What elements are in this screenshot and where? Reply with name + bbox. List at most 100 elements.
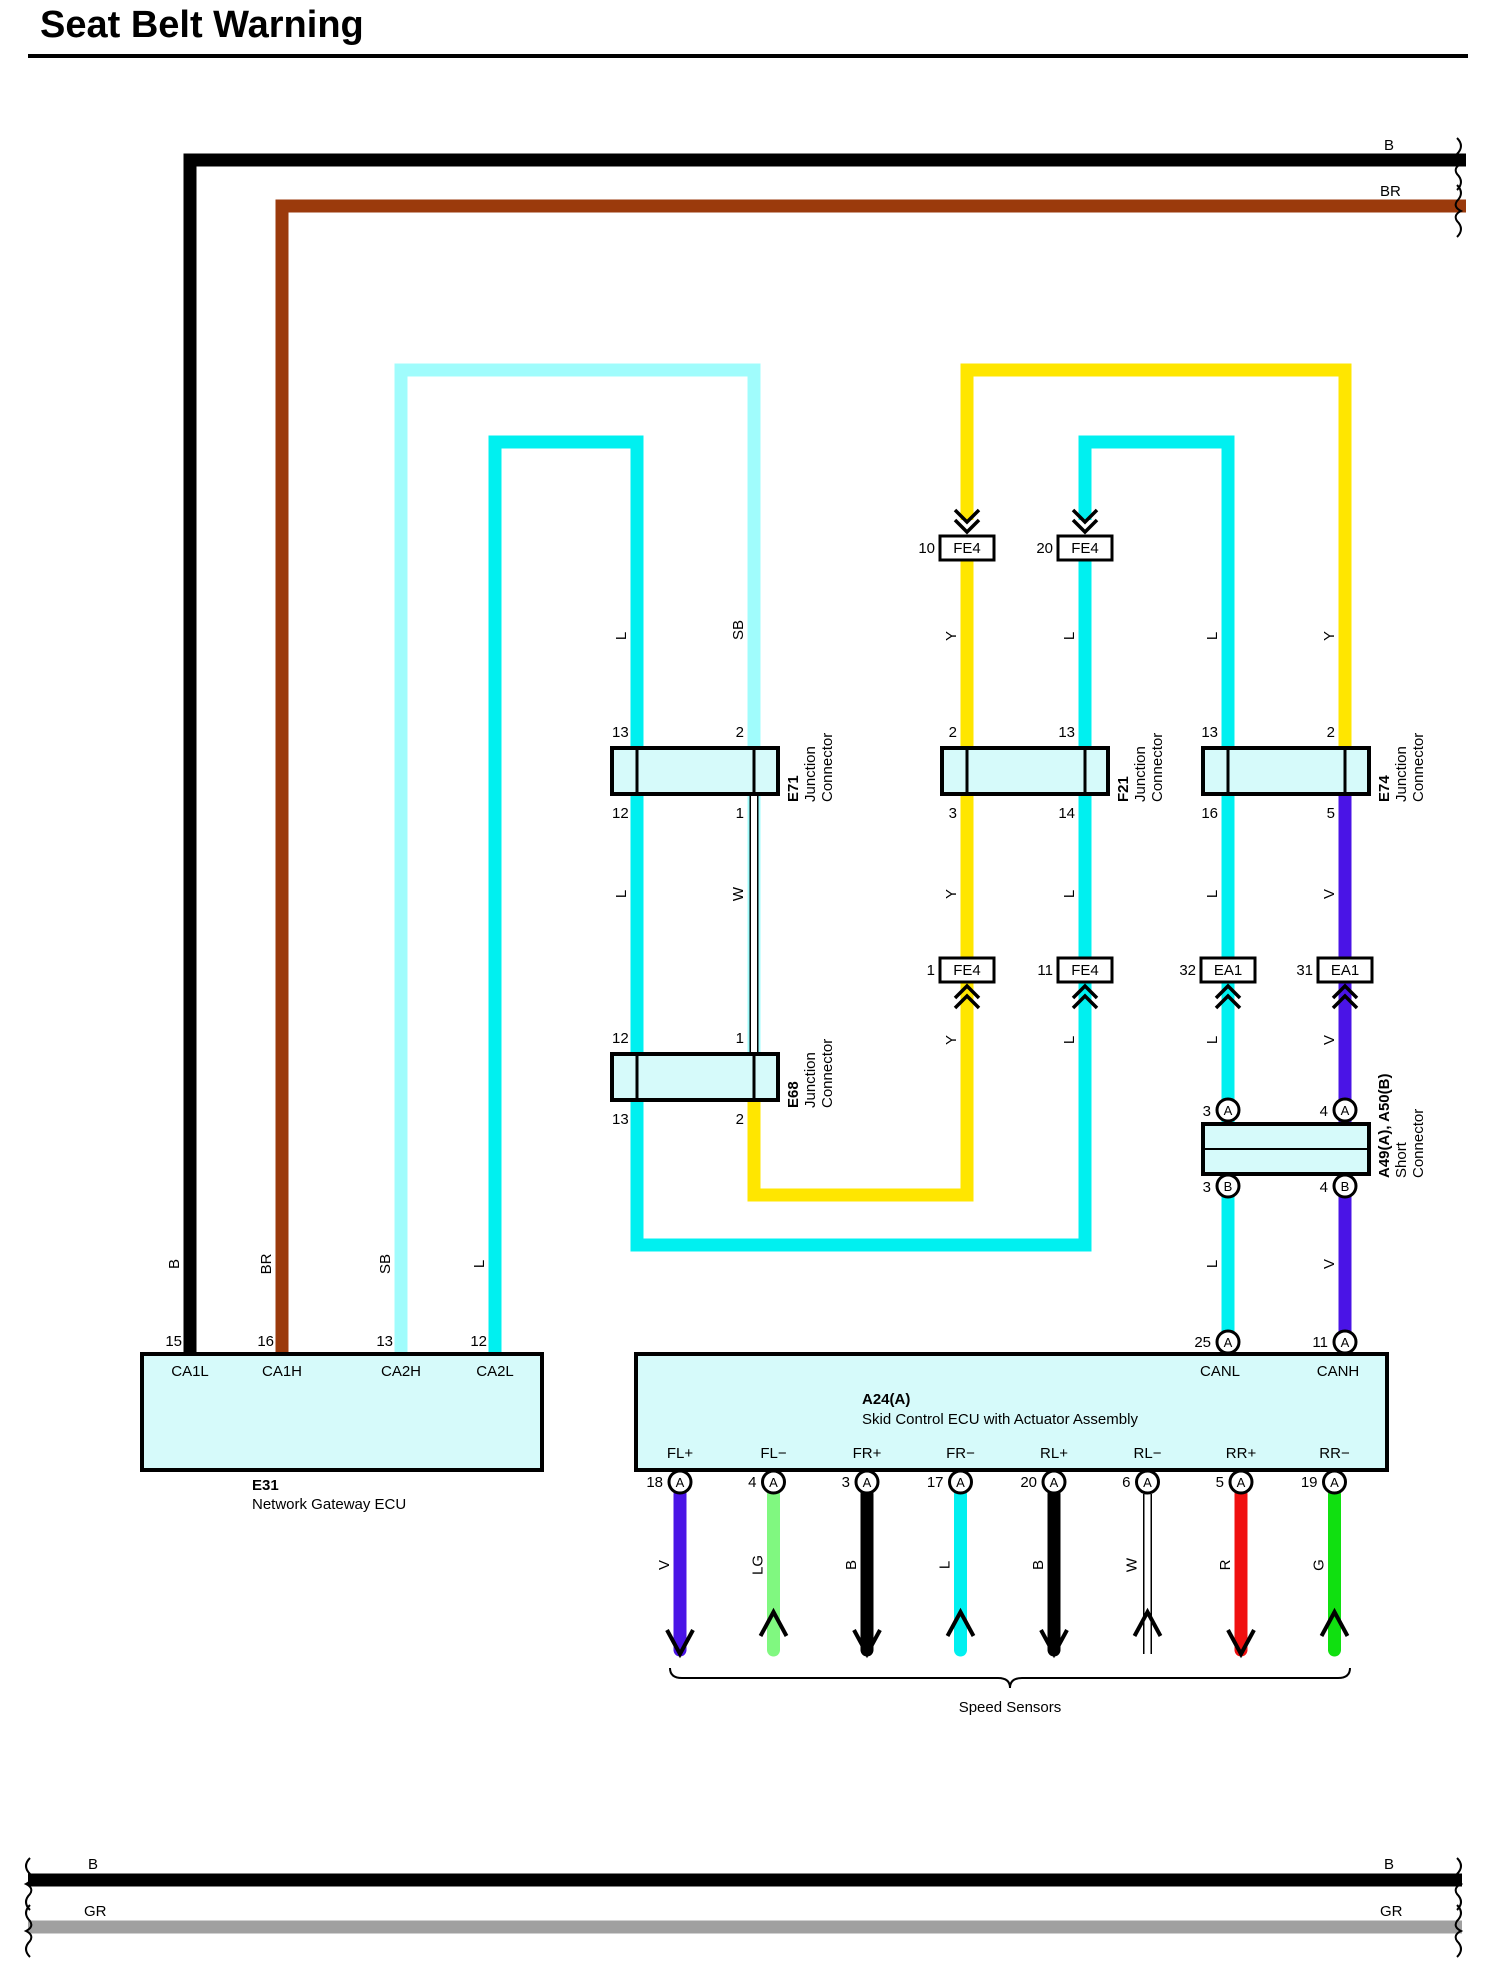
junction-pin: 3	[949, 805, 957, 822]
ecu-pin-label: CA2L	[476, 1363, 514, 1380]
bus-break-icon	[1454, 1857, 1464, 1911]
arrow-up-icon	[945, 1607, 976, 1637]
wire-label: LG	[750, 1555, 767, 1575]
pin-tag-letter: B	[1224, 1179, 1233, 1194]
speed-sensors-label: Speed Sensors	[959, 1699, 1062, 1716]
ecu-pin-label: CA1H	[262, 1363, 302, 1380]
junction-id: F21	[1115, 776, 1132, 802]
wire-label: L	[613, 890, 630, 898]
wire-y-e68-f21	[747, 968, 974, 1202]
junction-type: Connector	[819, 1039, 836, 1108]
junction-pin: 14	[1058, 805, 1075, 822]
arrow-down-icon	[1226, 1629, 1256, 1659]
speed-sensors-brace: Speed Sensors	[669, 1667, 1351, 1716]
pin-tag-letter: A	[676, 1475, 685, 1490]
wire-label: L	[471, 1260, 488, 1268]
pin-tag-letter: A	[1237, 1475, 1246, 1490]
ecu-pin-number: 25	[1194, 1334, 1211, 1351]
junction-pin: 13	[612, 1111, 629, 1128]
pin-tag-letter: A	[1330, 1475, 1339, 1490]
wire-label: Y	[943, 1035, 960, 1045]
pin-tag-letter: A	[1341, 1335, 1350, 1350]
junction-pin: 4	[1320, 1103, 1328, 1120]
arrow-down-icon	[852, 1629, 882, 1659]
wire-y-fe4-e74	[960, 363, 1352, 752]
ecu-pin-label: CANL	[1200, 1363, 1240, 1380]
ecu-pin-label: CA2H	[381, 1363, 421, 1380]
junction-pin: 4	[1320, 1179, 1328, 1196]
connector-chevron-icon	[953, 983, 981, 1010]
junction-e68: 12 1 13 2 E68 Junction Connector	[610, 1030, 836, 1128]
ecu-pin-number: 17	[927, 1474, 944, 1491]
connector-name: EA1	[1214, 962, 1242, 979]
connector-pin: 1	[927, 962, 935, 979]
pin-tag-letter: A	[1341, 1103, 1350, 1118]
ecu-pin-label: RL−	[1134, 1445, 1162, 1462]
connector-chevron-icon	[1071, 508, 1099, 535]
junction-type: Short	[1393, 1141, 1410, 1178]
connector-name: EA1	[1331, 962, 1359, 979]
connector-name: FE4	[953, 962, 981, 979]
ecu-pin-label: CA1L	[171, 1363, 209, 1380]
wire-label: W	[1124, 1557, 1141, 1572]
junction-pin: 16	[1201, 805, 1218, 822]
wire-l-ca2l	[488, 435, 1092, 1368]
pin-tag-icon	[948, 1469, 973, 1495]
bus-bottom-b-label-right: B	[1384, 1856, 1394, 1873]
junction-type: Connector	[819, 733, 836, 802]
pin-tag-letter: A	[1224, 1103, 1233, 1118]
junction-id: E68	[785, 1081, 802, 1108]
ecu-pin-number: 16	[257, 1333, 274, 1350]
junction-e74: 13 2 16 5 E74 Junction Connector	[1201, 724, 1427, 822]
inline-connectors: FE4 10 FE4 20 FE4 1 FE4 11 EA1 32 EA1 31	[918, 508, 1374, 1010]
short-connector-a49-a50: A A B B 3 4 3 4 A49(A), A50(B) Short Con…	[1201, 1074, 1427, 1199]
junction-pin: 1	[736, 805, 744, 822]
junction-pin: 2	[1327, 724, 1335, 741]
junction-type: Junction	[802, 1052, 819, 1108]
junction-pin: 12	[612, 805, 629, 822]
junction-pin: 2	[736, 724, 744, 741]
wire-label: G	[1311, 1559, 1328, 1571]
ecu-name: Skid Control ECU with Actuator Assembly	[862, 1411, 1138, 1428]
junction-pin: 3	[1203, 1103, 1211, 1120]
wire-label: L	[1061, 632, 1078, 640]
ecu-body	[634, 1352, 1389, 1472]
ecu-body	[140, 1352, 544, 1472]
connector-chevron-icon	[1071, 983, 1099, 1010]
connector-chevron-icon	[1331, 983, 1359, 1010]
connector-fe4	[938, 956, 996, 984]
ecu-pin-number: 19	[1301, 1474, 1318, 1491]
junction-pin: 5	[1327, 805, 1335, 822]
pin-tag-icon	[761, 1469, 786, 1495]
connector-name: FE4	[1071, 962, 1099, 979]
wire-label: L	[937, 1561, 954, 1569]
wire-label: BR	[258, 1253, 275, 1274]
top-bus: B BR	[183, 137, 1466, 1368]
wire-label: R	[1217, 1559, 1234, 1570]
wire-labels: L SB Y L L Y L W Y L L V Y L L V L V B B…	[166, 620, 1338, 1274]
wire-label: L	[1204, 1036, 1221, 1044]
ecu-pin-label: FR−	[946, 1445, 975, 1462]
arrow-up-icon	[1132, 1607, 1163, 1637]
wire-label: Y	[943, 889, 960, 899]
wire-label: L	[1061, 1036, 1078, 1044]
page-title: Seat Belt Warning	[40, 4, 364, 46]
pin-tag-icon	[1135, 1469, 1160, 1495]
ecu-pin-number: 18	[646, 1474, 663, 1491]
junction-pin: 2	[949, 724, 957, 741]
wire-l-fe4-e74	[1078, 435, 1235, 752]
junction-type: Connector	[1410, 733, 1427, 802]
pin-tag-letter: A	[1050, 1475, 1059, 1490]
ecu-pin-label: FL−	[760, 1445, 787, 1462]
wire-label: V	[1321, 889, 1338, 899]
junction-type: Connector	[1410, 1109, 1427, 1178]
junction-id: E71	[785, 775, 802, 802]
bus-break-icon	[1454, 184, 1464, 238]
connector-chevron-icon	[953, 508, 981, 535]
pin-tag-icon	[1332, 1097, 1358, 1123]
arrow-up-icon	[1319, 1607, 1350, 1637]
wire-label: V	[1321, 1035, 1338, 1045]
wire-label: SB	[377, 1254, 394, 1274]
junction-pin: 12	[612, 1030, 629, 1047]
